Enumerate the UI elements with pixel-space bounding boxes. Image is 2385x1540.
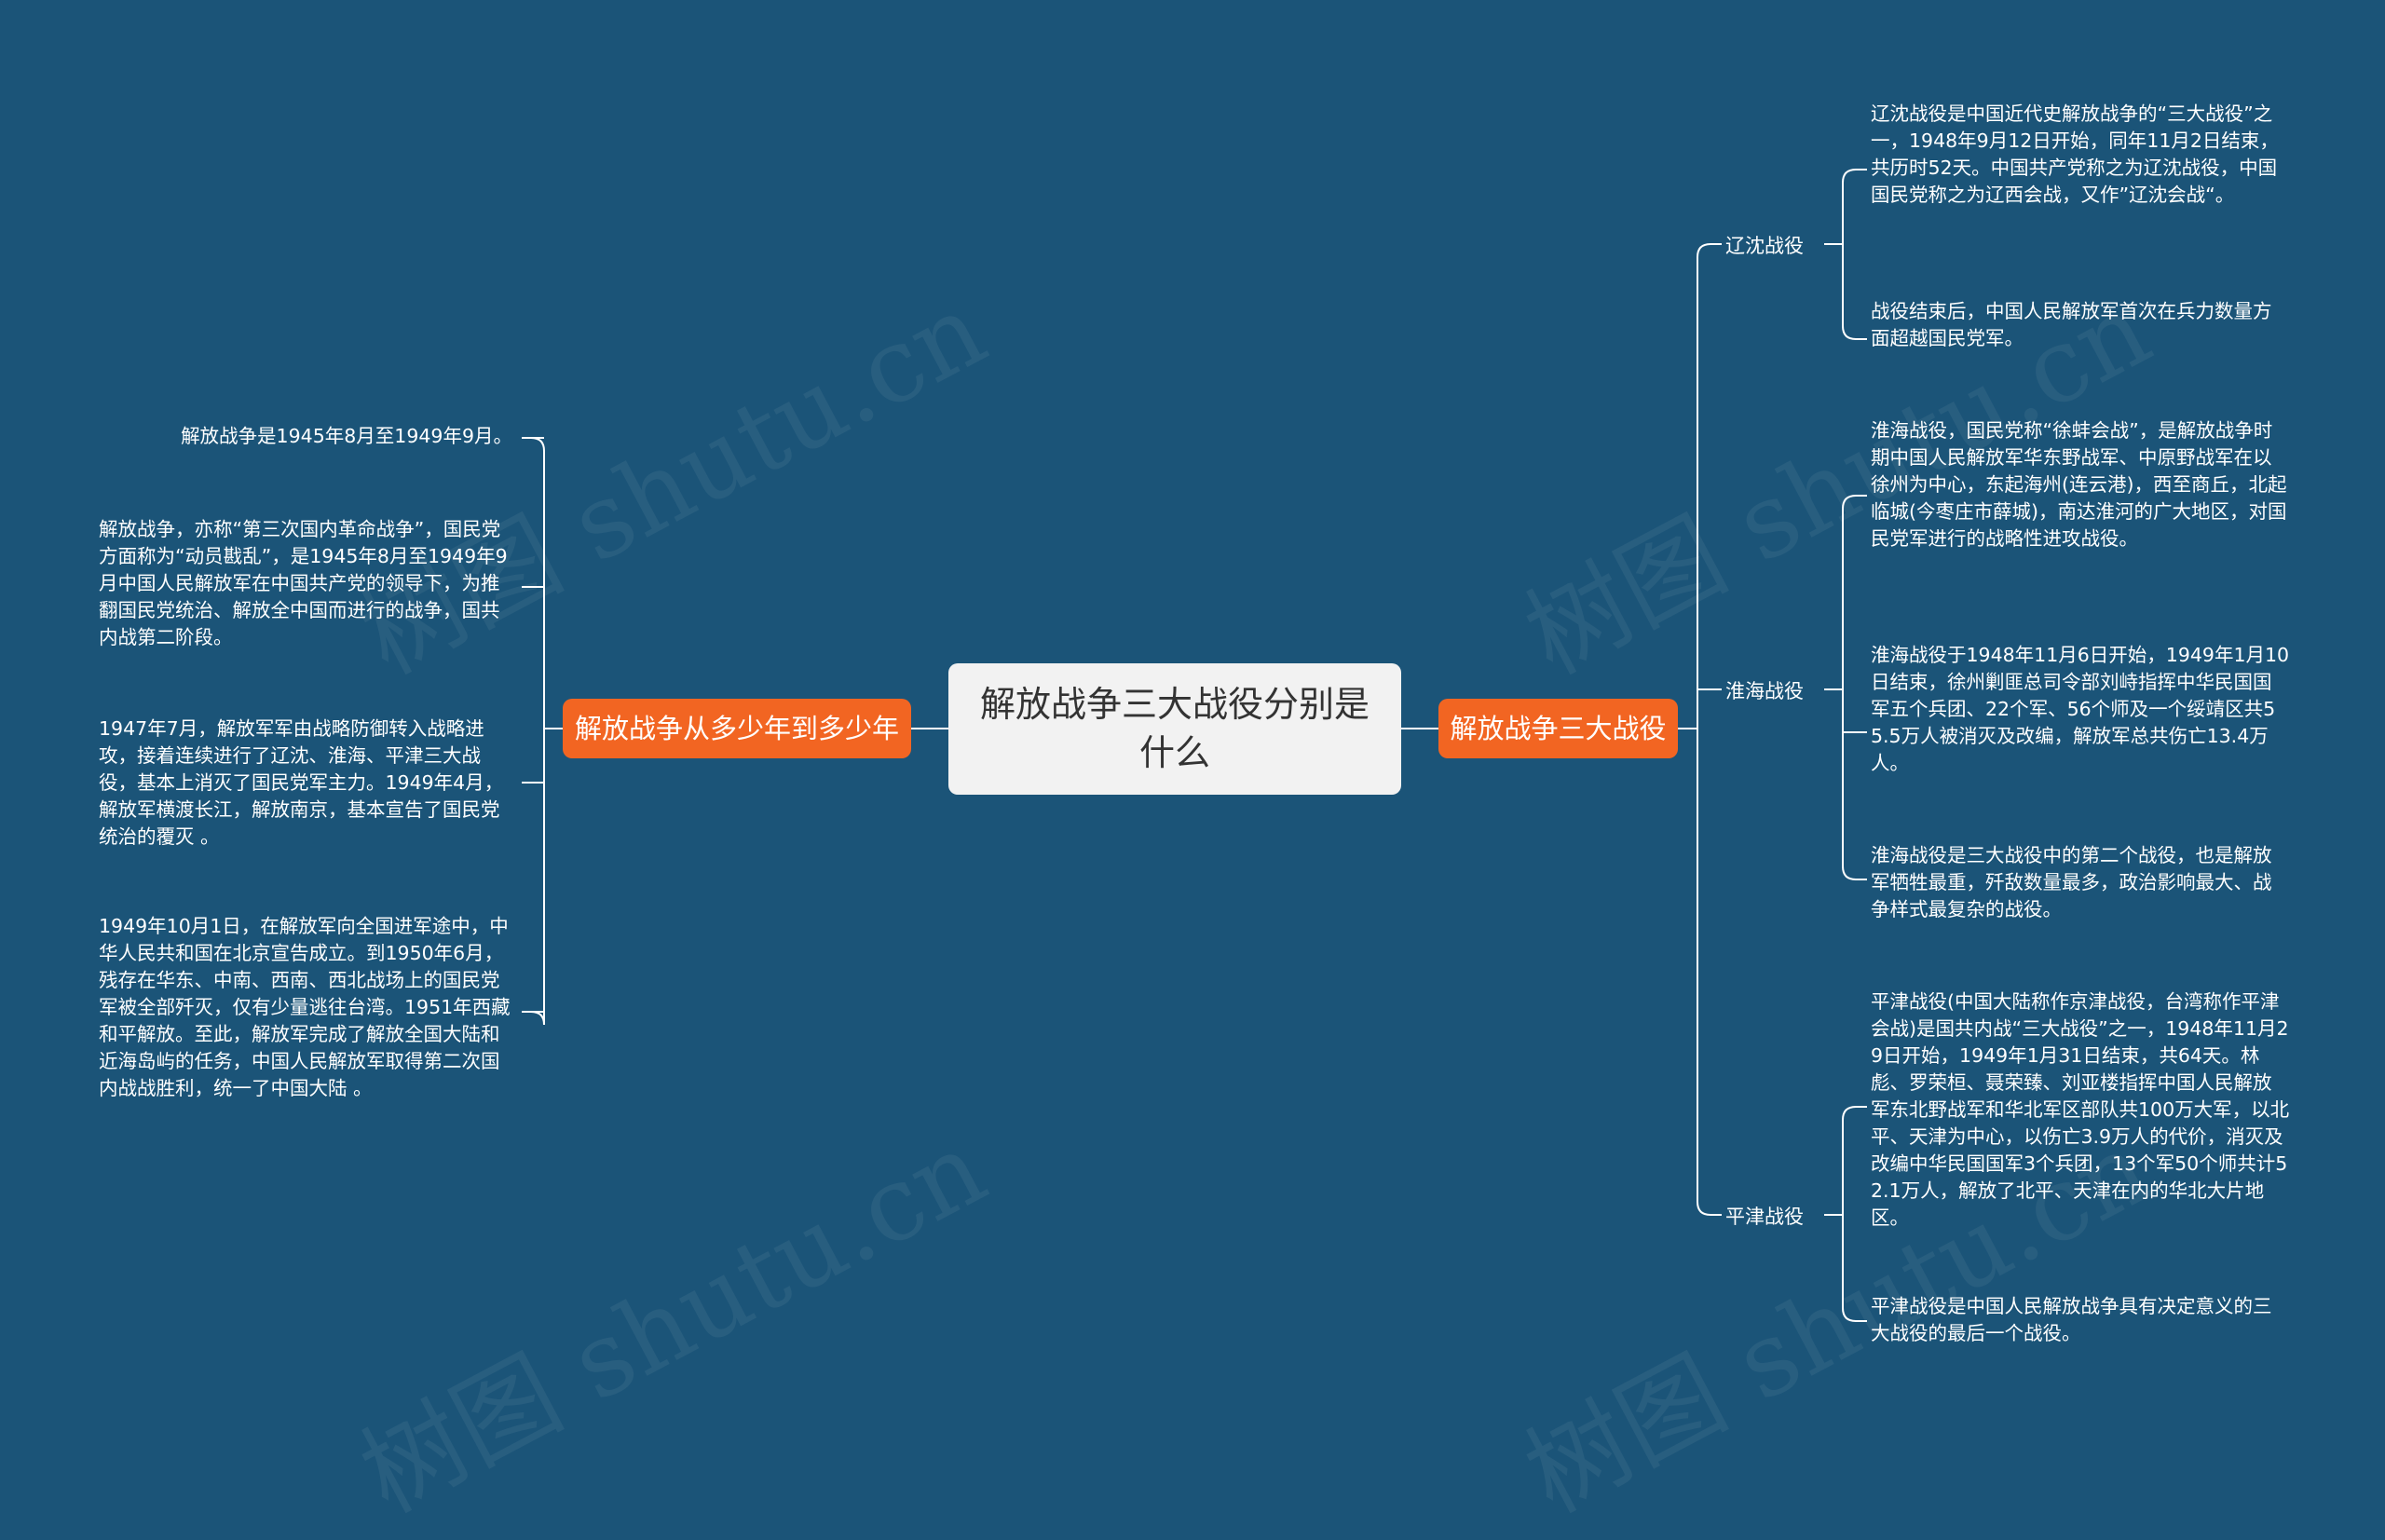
group-label-pingjin[interactable]: 平津战役 — [1725, 1206, 1804, 1228]
left-item-3[interactable]: 1947年7月，解放军军由战略防御转入战略进攻，接着连续进行了辽沈、淮海、平津三… — [99, 717, 504, 848]
group-label-liaoshen[interactable]: 辽沈战役 — [1725, 235, 1804, 257]
branch-right[interactable]: 解放战争三大战役 — [1438, 699, 1678, 758]
central-topic-title: 解放战争三大战役分别是什么 — [979, 684, 1370, 773]
connector-lines — [522, 169, 1867, 1322]
huaihai-item-1[interactable]: 淮海战役，国民党称“徐蚌会战”，是解放战争时期中国人民解放军华东野战军、中原野战… — [1871, 419, 2287, 550]
mindmap-canvas: 树图 shutu.cn 树图 shutu.cn 树图 shutu.cn 树图 s… — [99, 102, 2290, 1535]
huaihai-item-2[interactable]: 淮海战役于1948年11月6日开始，1949年1月10日结束，徐州剿匪总司令部刘… — [1871, 644, 2290, 774]
connector-group-1-bracket — [1824, 169, 1867, 340]
branch-left-title: 解放战争从多少年到多少年 — [574, 713, 899, 744]
connector-left-bracket — [530, 437, 563, 1026]
pingjin-item-2[interactable]: 平津战役是中国人民解放战争具有决定意义的三大战役的最后一个战役。 — [1871, 1295, 2272, 1344]
connector-right-bracket — [1678, 243, 1711, 1216]
liaoshen-item-1[interactable]: 辽沈战役是中国近代史解放战争的“三大战役”之一，1948年9月12日开始，同年1… — [1871, 102, 2279, 206]
liaoshen-item-2[interactable]: 战役结束后，中国人民解放军首次在兵力数量方面超越国民党军。 — [1871, 300, 2272, 349]
connector-group-2-bracket — [1824, 495, 1867, 880]
central-topic[interactable]: 解放战争三大战役分别是什么 — [948, 663, 1401, 795]
group-label-huaihai[interactable]: 淮海战役 — [1725, 680, 1804, 702]
pingjin-item-1[interactable]: 平津战役(中国大陆称作京津战役，台湾称作平津会战)是国共内战“三大战役”之一，1… — [1871, 990, 2290, 1229]
left-item-1[interactable]: 解放战争是1945年8月至1949年9月。 — [181, 425, 512, 447]
left-item-2[interactable]: 解放战争，亦称“第三次国内革命战争”，国民党方面称为“动员戡乱”，是1945年8… — [99, 518, 508, 648]
left-item-4[interactable]: 1949年10月1日，在解放军向全国进军途中，中华人民共和国在北京宣告成立。到1… — [99, 915, 511, 1099]
branch-right-title: 解放战争三大战役 — [1450, 713, 1667, 744]
huaihai-item-3[interactable]: 淮海战役是三大战役中的第二个战役，也是解放军牺牲最重，歼敌数量最多，政治影响最大… — [1871, 844, 2272, 920]
branch-left[interactable]: 解放战争从多少年到多少年 — [563, 699, 911, 758]
connector-group-3-bracket — [1824, 1106, 1867, 1322]
